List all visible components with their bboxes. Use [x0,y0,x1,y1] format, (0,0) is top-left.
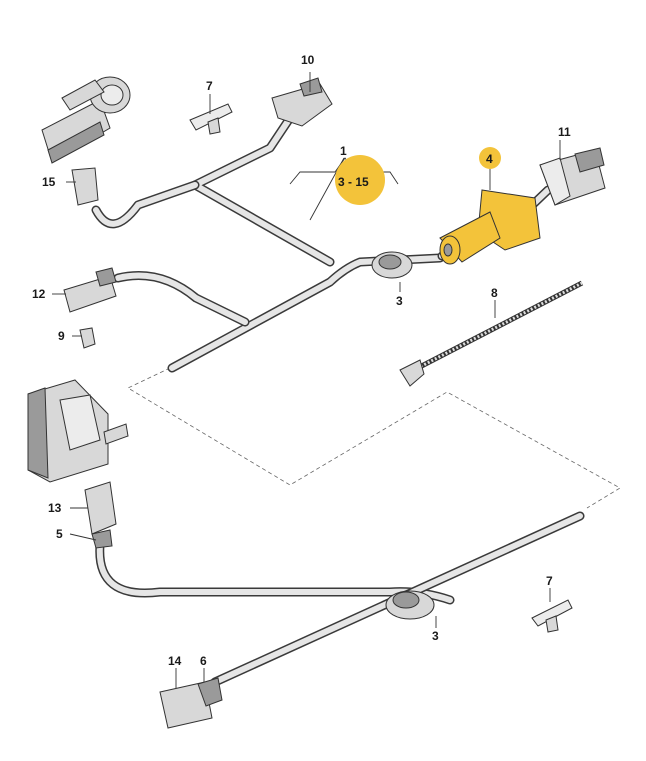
highlight-circle-4 [479,147,501,169]
callout-3-upper: 3 [396,294,403,308]
callout-4: 4 [486,152,493,166]
door-lock-unit [27,379,129,483]
cable-tie [399,280,584,387]
callout-1: 1 [340,144,347,158]
callout-8: 8 [491,286,498,300]
dashed-connection-lines [127,367,621,509]
clip-part-9 [79,327,96,349]
callout-7-upper: 7 [206,79,213,93]
connector-part-14 [159,677,223,729]
callout-11: 11 [558,125,571,139]
callout-12: 12 [32,287,46,301]
connector-block [539,147,606,206]
callout-3-lower: 3 [432,629,439,643]
clip-part-7-lower [531,599,573,633]
highlight-circle-range [335,155,385,205]
highlighted-seal-part [439,189,541,265]
callout-7-lower: 7 [546,574,553,588]
grommet-lower [385,590,435,620]
callout-13: 13 [48,501,62,515]
connector-part-15 [71,167,99,206]
callout-14: 14 [168,654,182,668]
callout-1-range: 3 - 15 [338,175,369,189]
grommet-upper [371,251,413,279]
callout-6: 6 [200,654,207,668]
callout-5: 5 [56,527,63,541]
callout-10: 10 [301,53,315,67]
window-motor [41,76,131,164]
top-connector [271,77,333,127]
connector-part-12 [63,267,117,313]
connector-part-13 [84,481,117,549]
callout-9: 9 [58,329,65,343]
callout-15: 15 [42,175,56,189]
clip-part-7-upper [189,103,233,135]
